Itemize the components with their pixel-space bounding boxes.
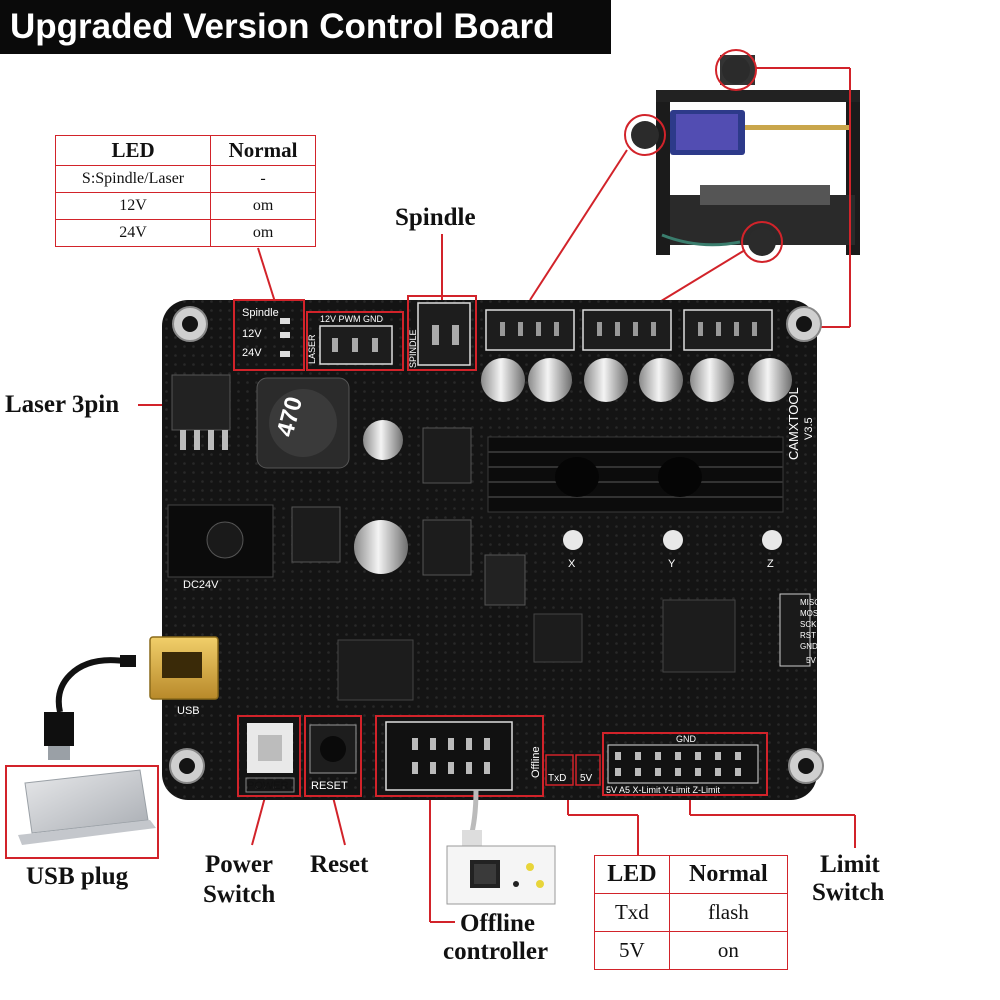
isp-5v-label: 5V: [806, 656, 816, 665]
isp-pin-label: SCK: [800, 620, 817, 629]
table-header-row: LED Normal: [594, 855, 789, 894]
callout-spindle: Spindle: [395, 204, 476, 231]
isp-pin-label: MISO: [800, 598, 820, 607]
power-switch-label: POWER: [247, 780, 289, 792]
led-12v-label: 12V: [242, 328, 262, 340]
reset-button-label: RESET: [311, 780, 348, 792]
table-cell: 5V: [594, 931, 670, 970]
isp-header: MISO MOSI SCK RST GND 5V: [779, 593, 820, 667]
callout-laser-3pin: Laser 3pin: [5, 391, 120, 418]
limit-header-label: 5V A5 X-Limit Y-Limit Z-Limit: [606, 785, 721, 795]
table-row: 24V om: [54, 219, 316, 247]
table-cell: 12V: [54, 192, 212, 220]
stepper-callout-circle: [741, 221, 783, 263]
spindle-led-label: Spindle: [242, 307, 279, 319]
led-status-table-bottom: LED Normal Txd flash 5V on: [594, 855, 789, 970]
led-status-table-top: LED Normal S:Spindle/Laser - 12V om 24V …: [54, 135, 316, 247]
table-row: 12V om: [54, 192, 316, 220]
callout-offline-line2: controller: [443, 938, 549, 965]
table-header-led: LED: [54, 135, 212, 166]
led-24v-label: 24V: [242, 347, 262, 359]
usb-cable: [55, 657, 131, 713]
callout-power-switch-line2: Switch: [203, 881, 276, 908]
table-cell: om: [210, 219, 316, 247]
laser-side-label: LASER: [307, 334, 317, 364]
laptop-image: [5, 765, 159, 859]
version-label: V3.5: [803, 417, 815, 440]
callout-offline-line1: Offline: [460, 910, 535, 937]
v5-led-label: 5V: [580, 773, 593, 784]
callout-limit-line2: Switch: [812, 879, 885, 906]
axis-x-label: X: [568, 558, 576, 570]
isp-pin-label: MOSI: [800, 609, 820, 618]
brand-label: CAMXTOOL: [786, 387, 801, 460]
offline-label: Offline: [530, 746, 542, 778]
table-row: 5V on: [594, 931, 789, 970]
stepper-callout-circle: [715, 49, 757, 91]
table-header-row: LED Normal: [54, 135, 316, 166]
table-header-normal: Normal: [210, 135, 316, 166]
stepper-callout-circle: [624, 114, 666, 156]
offline-controller-image: [446, 789, 556, 905]
laser-header-label: 12V PWM GND: [320, 314, 384, 324]
table-cell: 24V: [54, 219, 212, 247]
txd-led-label: TxD: [548, 773, 566, 784]
table-cell: on: [668, 931, 789, 970]
callout-power-switch-line1: Power: [205, 851, 274, 878]
table-header-led: LED: [594, 855, 670, 894]
capacitors: [354, 358, 792, 574]
pcb-board: Spindle 12V 24V 12V PWM GND LASER SPINDL…: [149, 295, 824, 800]
table-header-normal: Normal: [668, 855, 789, 894]
isp-pin-label: GND: [800, 642, 818, 651]
axis-z-label: Z: [767, 558, 774, 570]
spindle-side-label: SPINDLE: [408, 329, 418, 368]
callout-usb-plug: USB plug: [26, 863, 129, 890]
title-banner: Upgraded Version Control Board: [0, 0, 611, 54]
callout-limit-line1: Limit: [820, 851, 880, 878]
axis-y-label: Y: [668, 558, 676, 570]
dc-input-label: DC24V: [183, 579, 219, 591]
usb-port-label: USB: [177, 705, 200, 717]
gnd-label: GND: [676, 734, 697, 744]
isp-pin-label: RST: [800, 631, 816, 640]
callout-reset: Reset: [310, 851, 369, 878]
